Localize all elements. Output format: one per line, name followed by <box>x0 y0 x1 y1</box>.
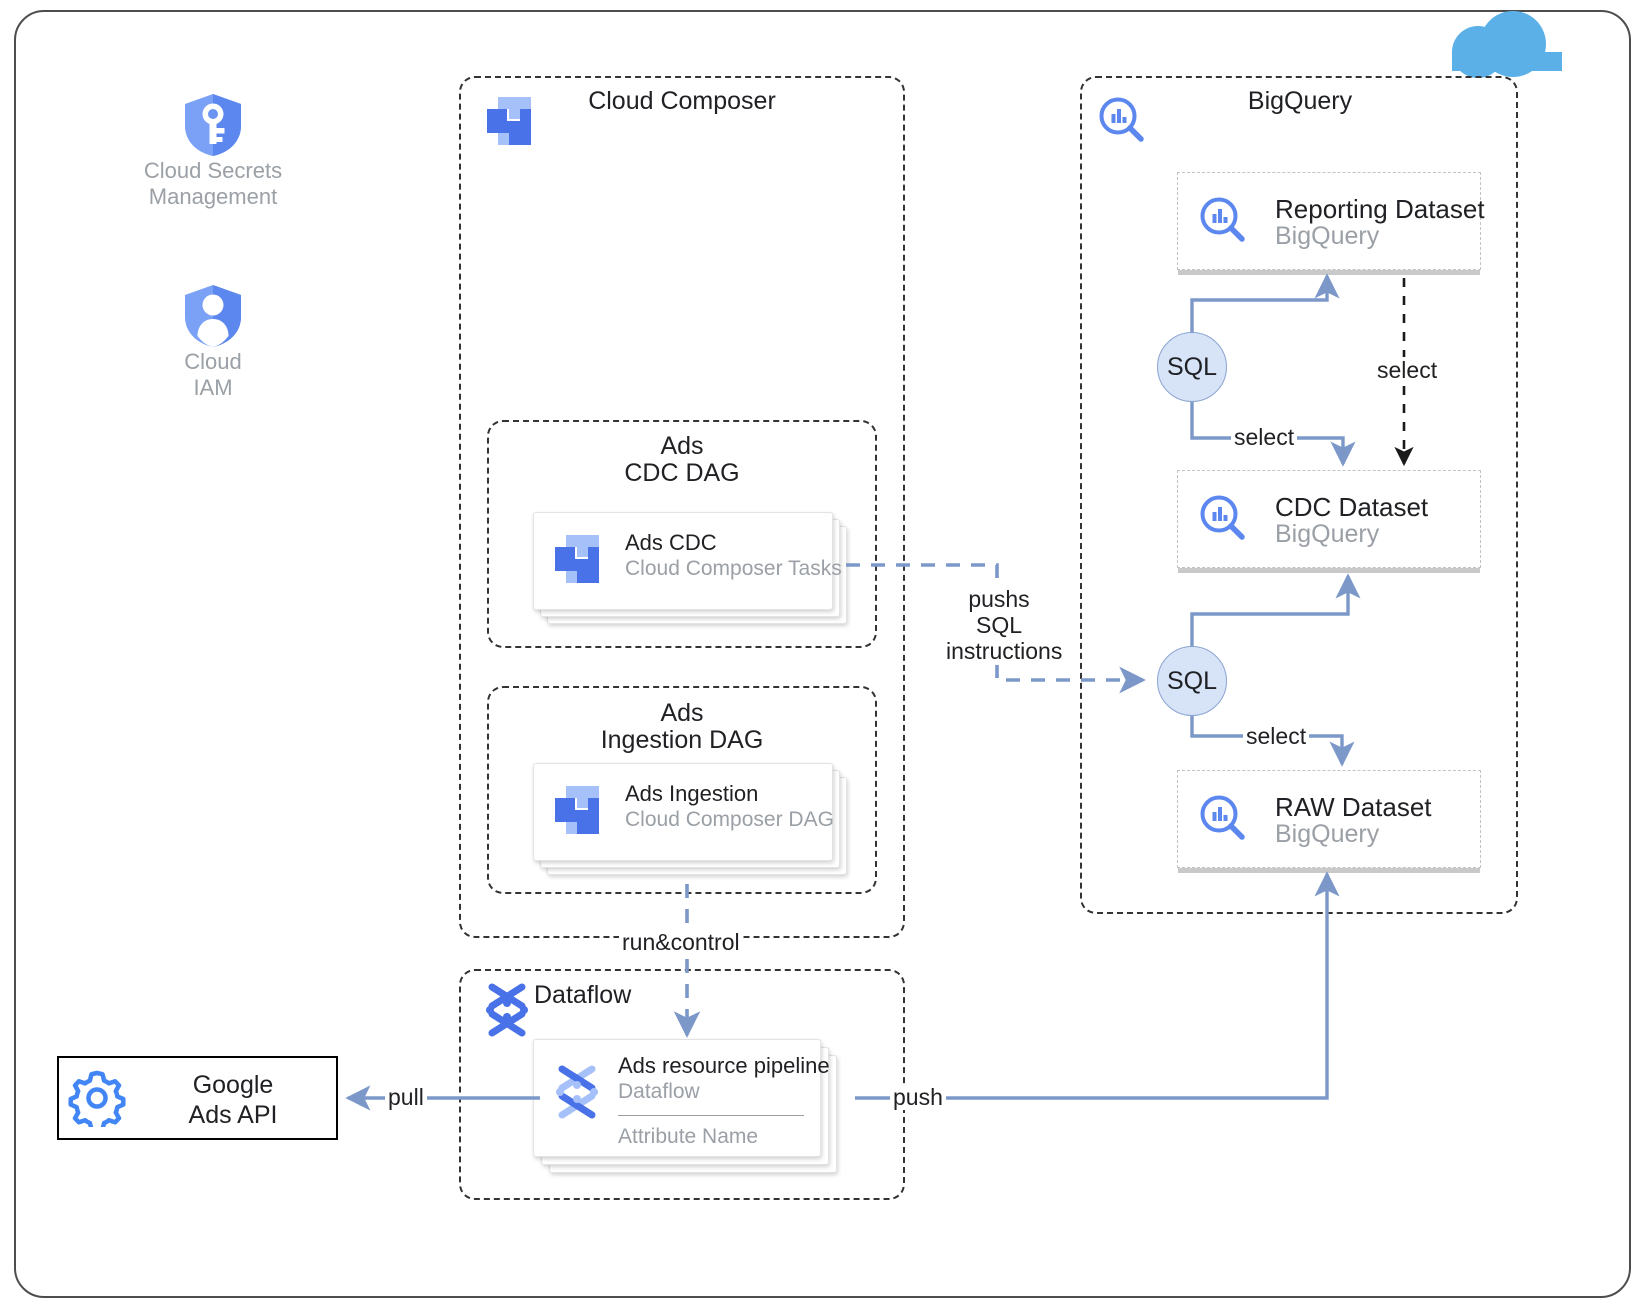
label-select-upper-to-cdc: select <box>1231 424 1298 451</box>
label-pushs-sql-instructions: pushs SQL instructions <box>943 586 1062 665</box>
group-cloud-composer-title: Cloud Composer <box>588 87 776 115</box>
dataset-raw-subtitle: BigQuery <box>1275 820 1380 848</box>
group-bigquery-title: BigQuery <box>1247 87 1353 115</box>
dataflow-icon <box>481 982 533 1038</box>
sql-node-upper-label: SQL <box>1166 352 1218 381</box>
label-run-and-control: run&control <box>619 929 743 956</box>
group-ads-ingestion-dag-title: Ads Ingestion DAG <box>600 699 764 754</box>
bigquery-icon <box>1199 794 1247 842</box>
shield-key-icon <box>182 92 244 158</box>
cloud-secrets-management-caption: Cloud Secrets Management <box>143 158 283 210</box>
label-pull: pull <box>385 1084 427 1111</box>
dataflow-card-subtitle: Dataflow <box>618 1080 700 1103</box>
group-ads-ingestion-dag <box>487 686 877 894</box>
group-ads-cdc-dag <box>487 420 877 648</box>
ads-resource-pipeline-card-stack[interactable]: Ads resource pipeline Dataflow Attribute… <box>533 1039 853 1179</box>
ads-cdc-card-stack[interactable]: Ads CDC Cloud Composer Tasks <box>533 512 853 624</box>
dataset-card-raw[interactable] <box>1177 770 1481 868</box>
cloud-composer-icon <box>555 535 599 583</box>
sql-node-upper[interactable]: SQL <box>1157 332 1227 402</box>
label-push: push <box>890 1084 946 1111</box>
bigquery-icon <box>1199 196 1247 244</box>
bigquery-icon <box>1098 96 1146 144</box>
google-ads-api-label: Google Ads API <box>188 1071 278 1129</box>
dataflow-card-attribute: Attribute Name <box>618 1125 759 1148</box>
cloud-composer-icon <box>487 97 531 145</box>
dataflow-icon <box>551 1064 603 1120</box>
label-select-reporting-to-cdc: select <box>1374 357 1441 384</box>
dataset-raw-title: RAW Dataset <box>1275 792 1432 822</box>
ads-ingestion-card-subtitle: Cloud Composer DAG <box>625 808 834 831</box>
dataset-cdc-title: CDC Dataset <box>1275 492 1429 522</box>
dataflow-card-divider <box>618 1115 804 1116</box>
cloud-iam-caption: Cloud IAM <box>184 349 242 401</box>
dataset-card-reporting[interactable] <box>1177 172 1481 270</box>
gear-icon <box>68 1069 126 1133</box>
dataset-reporting-subtitle: BigQuery <box>1275 222 1380 250</box>
group-ads-cdc-dag-title: Ads CDC DAG <box>624 432 740 487</box>
shield-person-icon <box>182 283 244 349</box>
bigquery-icon <box>1199 494 1247 542</box>
sql-node-lower[interactable]: SQL <box>1157 646 1227 716</box>
ads-ingestion-card-title: Ads Ingestion <box>625 781 759 806</box>
sql-node-lower-label: SQL <box>1166 666 1218 695</box>
label-select-lower-to-raw: select <box>1243 723 1310 750</box>
ads-cdc-card-subtitle: Cloud Composer Tasks <box>625 557 842 580</box>
dataflow-card-title: Ads resource pipeline <box>618 1053 830 1078</box>
group-dataflow-title: Dataflow <box>534 981 632 1009</box>
ads-cdc-card-title: Ads CDC <box>625 530 717 555</box>
dataset-card-cdc[interactable] <box>1177 470 1481 568</box>
dataset-reporting-title: Reporting Dataset <box>1275 194 1485 224</box>
dataflow-card-sheet-front <box>533 1039 821 1157</box>
cloud-composer-icon <box>555 786 599 834</box>
ads-ingestion-card-stack[interactable]: Ads Ingestion Cloud Composer DAG <box>533 763 853 875</box>
dataset-cdc-subtitle: BigQuery <box>1275 520 1380 548</box>
